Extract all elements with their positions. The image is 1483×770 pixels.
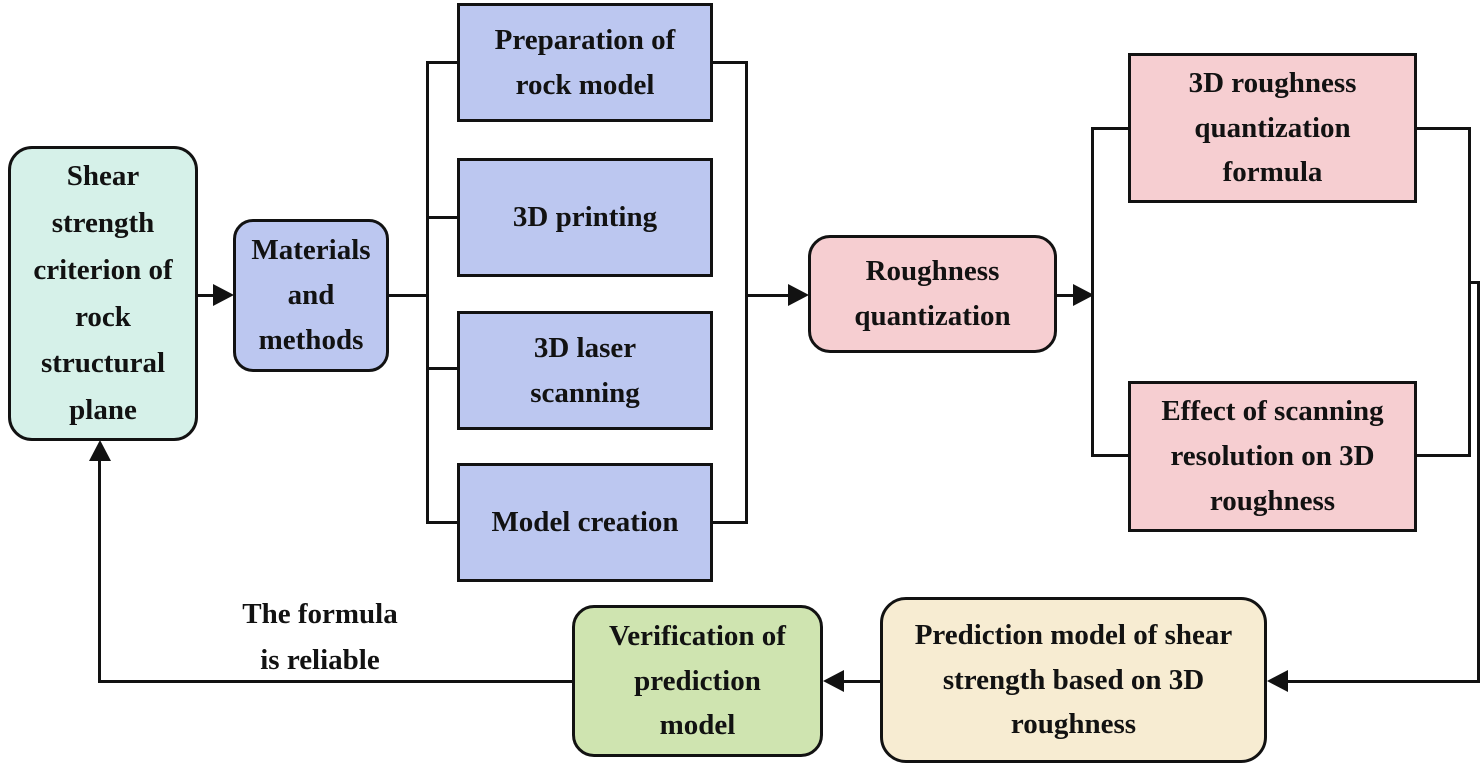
bracket-stub-laser — [426, 367, 457, 370]
bracket-right-stub-top — [713, 61, 748, 64]
connector-feedback-vertical — [98, 457, 101, 683]
arrowhead-into-roughness — [788, 284, 809, 306]
bracket-pink-right-top — [1417, 127, 1471, 130]
bracket-stub-formula — [1091, 127, 1128, 130]
node-roughness-quantization: Roughness quantization — [808, 235, 1057, 353]
connector-right-down-vertical — [1477, 281, 1480, 683]
node-effect-of-scanning-resolution: Effect of scanning resolution on 3D roug… — [1128, 381, 1417, 532]
arrowhead-into-prediction — [1267, 670, 1288, 692]
arrowhead-into-materials — [213, 284, 234, 306]
arrowhead-into-pink-bracket — [1073, 284, 1094, 306]
bracket-pink-right-vertical — [1468, 127, 1471, 457]
node-3d-laser-scanning: 3D laser scanning — [457, 311, 713, 430]
bracket-pink-right-bottom — [1417, 454, 1471, 457]
node-prediction-model-shear-strength: Prediction model of shear strength based… — [880, 597, 1267, 763]
node-verification-of-prediction-model: Verification of prediction model — [572, 605, 823, 757]
node-preparation-of-rock-model: Preparation of rock model — [457, 3, 713, 122]
connector-materials-to-bracket — [389, 294, 428, 297]
bracket-right-stub-bottom — [713, 521, 748, 524]
node-model-creation: Model creation — [457, 463, 713, 582]
bracket-stub-effect — [1091, 454, 1128, 457]
connector-shear-to-materials — [198, 294, 216, 297]
bracket-stub-preparation — [426, 61, 457, 64]
node-materials-and-methods: Materials and methods — [233, 219, 389, 372]
connector-roughness-to-bracket — [1057, 294, 1075, 297]
node-3d-printing: 3D printing — [457, 158, 713, 277]
connector-verification-feedback-horizontal — [98, 680, 572, 683]
arrowhead-into-verification — [823, 670, 844, 692]
node-3d-roughness-quantization-formula: 3D roughness quantization formula — [1128, 53, 1417, 203]
connector-bracket-to-roughness — [745, 294, 791, 297]
bracket-stub-model-creation — [426, 521, 457, 524]
bracket-pink-left-vertical — [1091, 127, 1094, 457]
node-shear-strength-criterion: Shear strength criterion of rock structu… — [8, 146, 198, 441]
bracket-stub-printing — [426, 216, 457, 219]
connector-prediction-to-verification — [841, 680, 880, 683]
connector-pink-to-down-line — [1468, 281, 1480, 284]
edge-label-formula-reliable: The formula is reliable — [242, 598, 398, 676]
arrowhead-into-shear — [89, 440, 111, 461]
connector-down-to-prediction — [1285, 680, 1480, 683]
bracket-methods-right-vertical — [745, 61, 748, 524]
bracket-methods-left-vertical — [426, 61, 429, 524]
